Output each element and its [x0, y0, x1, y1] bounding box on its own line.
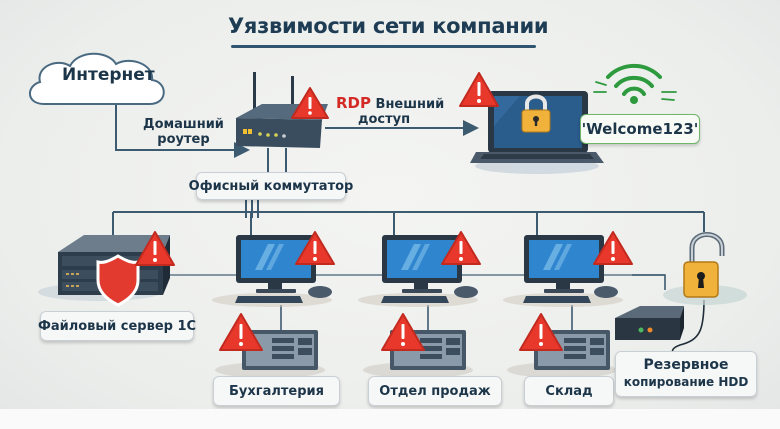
file-server-label: Файловый сервер 1С [38, 311, 196, 341]
rdp-protocol: RDP [336, 94, 371, 112]
diagram-title: Уязвимости сети компании [228, 14, 549, 38]
department-warehouse-label: Склад [524, 376, 614, 406]
backup-label-line1: Резервное [643, 357, 729, 373]
rdp-label-line2: доступ [358, 112, 411, 127]
wifi-password-box: 'Welcome123' [580, 114, 700, 144]
title-underline [231, 45, 536, 48]
switch-label: Офисный коммутатор [189, 172, 353, 200]
router-label-line1: Домашний [143, 117, 224, 132]
rdp-label-line1: Внешний [375, 97, 445, 112]
department-accounting-label: Бухгалтерия [213, 376, 340, 406]
backup-label: Резервное копирование HDD [615, 351, 757, 397]
router-label: Домашний роутер [143, 117, 224, 147]
department-sales-label: Отдел продаж [368, 376, 502, 406]
lock-branch-line [632, 274, 666, 290]
rdp-label: RDP Внешний доступ [336, 94, 445, 128]
backup-label-line2: копирование HDD [623, 375, 749, 389]
internet-to-router-line [115, 105, 250, 158]
internet-label: Интернет [62, 65, 155, 85]
router-label-line2: роутер [157, 132, 210, 147]
